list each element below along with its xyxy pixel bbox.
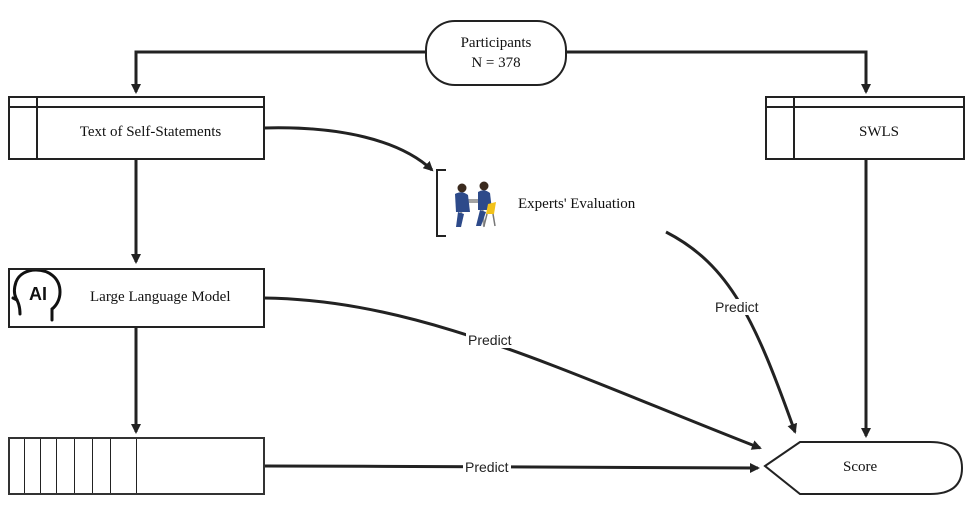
predict-label-embeddings: Predict — [463, 459, 511, 475]
arrow-text-to-experts — [263, 126, 434, 172]
arrow-participants-to-text — [131, 50, 428, 94]
swls-label: SWLS — [858, 123, 899, 140]
score-shape — [763, 441, 964, 495]
participants-label: Participants — [460, 35, 532, 51]
arrow-llm-to-score — [263, 296, 762, 450]
participants-node: Participants N = 378 — [425, 20, 567, 86]
arrow-participants-to-swls — [566, 50, 871, 94]
predict-label-llm: Predict — [466, 332, 514, 348]
predict-label-experts: Predict — [713, 299, 761, 315]
arrow-embeddings-to-score — [263, 462, 760, 473]
experts-meeting-icon — [455, 181, 496, 228]
large-language-model-node: Large Language Model — [8, 268, 265, 328]
participants-count: N = 378 — [471, 55, 521, 71]
experts-evaluation-label: Experts' Evaluation — [518, 196, 636, 212]
arrow-experts-to-score — [665, 230, 798, 434]
svg-text:AI: AI — [29, 284, 47, 304]
ai-head-icon: AI — [11, 268, 62, 322]
experts-bracket — [436, 169, 446, 237]
swls-node: SWLS — [765, 96, 965, 160]
text-of-self-statements-label: Text of Self-Statements — [79, 123, 222, 140]
score-label: Score — [843, 459, 878, 475]
vector-strip-icon — [10, 439, 140, 493]
text-of-self-statements-node: Text of Self-Statements — [8, 96, 265, 160]
large-language-model-label: Large Language Model — [90, 289, 231, 305]
embeddings-node — [8, 437, 265, 495]
